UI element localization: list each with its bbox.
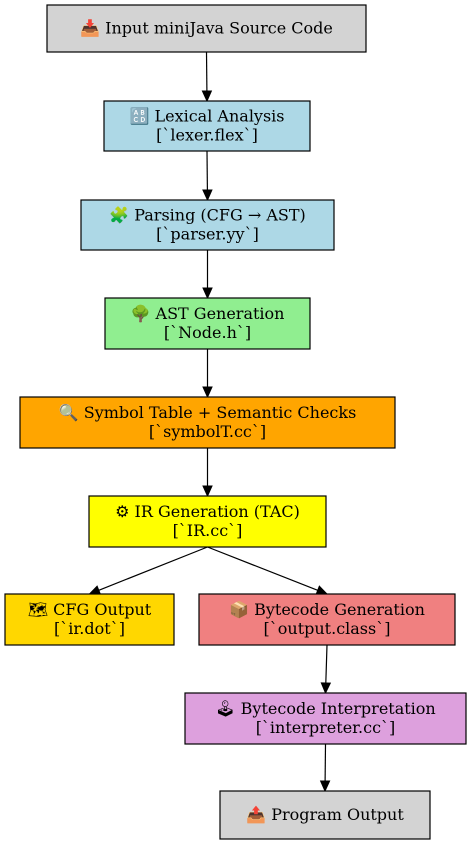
arrowhead-icon <box>202 485 213 498</box>
edge-input-to-lexer <box>201 51 213 103</box>
node-box <box>103 100 311 152</box>
node-parser: 🧩 Parsing (CFG → AST)[`parser.yy`] <box>80 199 335 251</box>
arrowhead-icon <box>320 682 332 695</box>
node-output: 📤 Program Output <box>219 790 431 840</box>
node-title: 📦 Bytecode Generation <box>229 600 425 619</box>
arrowhead-icon <box>202 189 213 202</box>
node-ir: ⚙ IR Generation (TAC)[`IR.cc`] <box>88 495 327 548</box>
arrowhead-icon <box>88 585 102 596</box>
node-file-label: [`interpreter.cc`] <box>256 718 396 737</box>
edge-line <box>98 546 208 591</box>
node-file-label: [`lexer.flex`] <box>156 126 258 145</box>
node-file-label: [`output.class`] <box>264 619 391 638</box>
node-title: 📥 Input miniJava Source Code <box>80 19 333 38</box>
node-title: 🌳 AST Generation <box>131 304 285 323</box>
node-box <box>219 790 431 840</box>
node-title: 🧩 Parsing (CFG → AST) <box>109 206 306 225</box>
node-box <box>80 199 335 251</box>
edge-ir-to-bytecode <box>207 546 329 596</box>
edge-ast-to-symbol <box>202 349 213 399</box>
node-symbol: 🔍 Symbol Table + Semantic Checks[`symbol… <box>19 396 396 449</box>
node-title: 📤 Program Output <box>246 805 404 824</box>
arrowhead-icon <box>319 780 331 793</box>
node-file-label: [`ir.dot`] <box>54 619 125 638</box>
edge-line <box>207 546 318 591</box>
node-box <box>88 495 327 548</box>
edge-interpreter-to-output <box>319 743 331 793</box>
node-file-label: [`IR.cc`] <box>173 521 243 540</box>
edge-bytecode-to-interpreter <box>320 644 332 695</box>
edge-ir-to-cfg <box>88 546 208 596</box>
node-file-label: [`parser.yy`] <box>156 225 259 244</box>
node-box <box>19 396 396 449</box>
node-ast: 🌳 AST Generation[`Node.h`] <box>104 297 311 350</box>
node-box <box>104 297 311 350</box>
node-file-label: [`symbolT.cc`] <box>149 422 266 441</box>
arrowhead-icon <box>202 287 213 300</box>
node-title: 🔠 Lexical Analysis <box>129 107 284 126</box>
node-box <box>4 593 175 646</box>
node-input: 📥 Input miniJava Source Code <box>46 4 367 53</box>
arrowhead-icon <box>315 585 329 596</box>
node-bytecode: 📦 Bytecode Generation[`output.class`] <box>198 593 456 646</box>
edge-lexer-to-parser <box>202 150 213 202</box>
edge-line <box>325 644 328 684</box>
node-title: 🗺 CFG Output <box>28 600 152 619</box>
arrowhead-icon <box>201 90 213 103</box>
node-title: 🔍 Symbol Table + Semantic Checks <box>59 402 357 422</box>
node-box <box>46 4 367 53</box>
node-title: 🕹 Bytecode Interpretation <box>215 699 435 718</box>
arrowhead-icon <box>202 386 213 399</box>
node-interpreter: 🕹 Bytecode Interpretation[`interpreter.c… <box>184 692 467 745</box>
edge-symbol-to-ir <box>202 448 213 498</box>
node-box <box>184 692 467 745</box>
node-lexer: 🔠 Lexical Analysis[`lexer.flex`] <box>103 100 311 152</box>
node-cfg: 🗺 CFG Output[`ir.dot`] <box>4 593 175 646</box>
edge-parser-to-ast <box>202 250 213 300</box>
node-box <box>198 593 456 646</box>
node-file-label: [`Node.h`] <box>164 323 251 342</box>
node-title: ⚙ IR Generation (TAC) <box>115 502 300 521</box>
